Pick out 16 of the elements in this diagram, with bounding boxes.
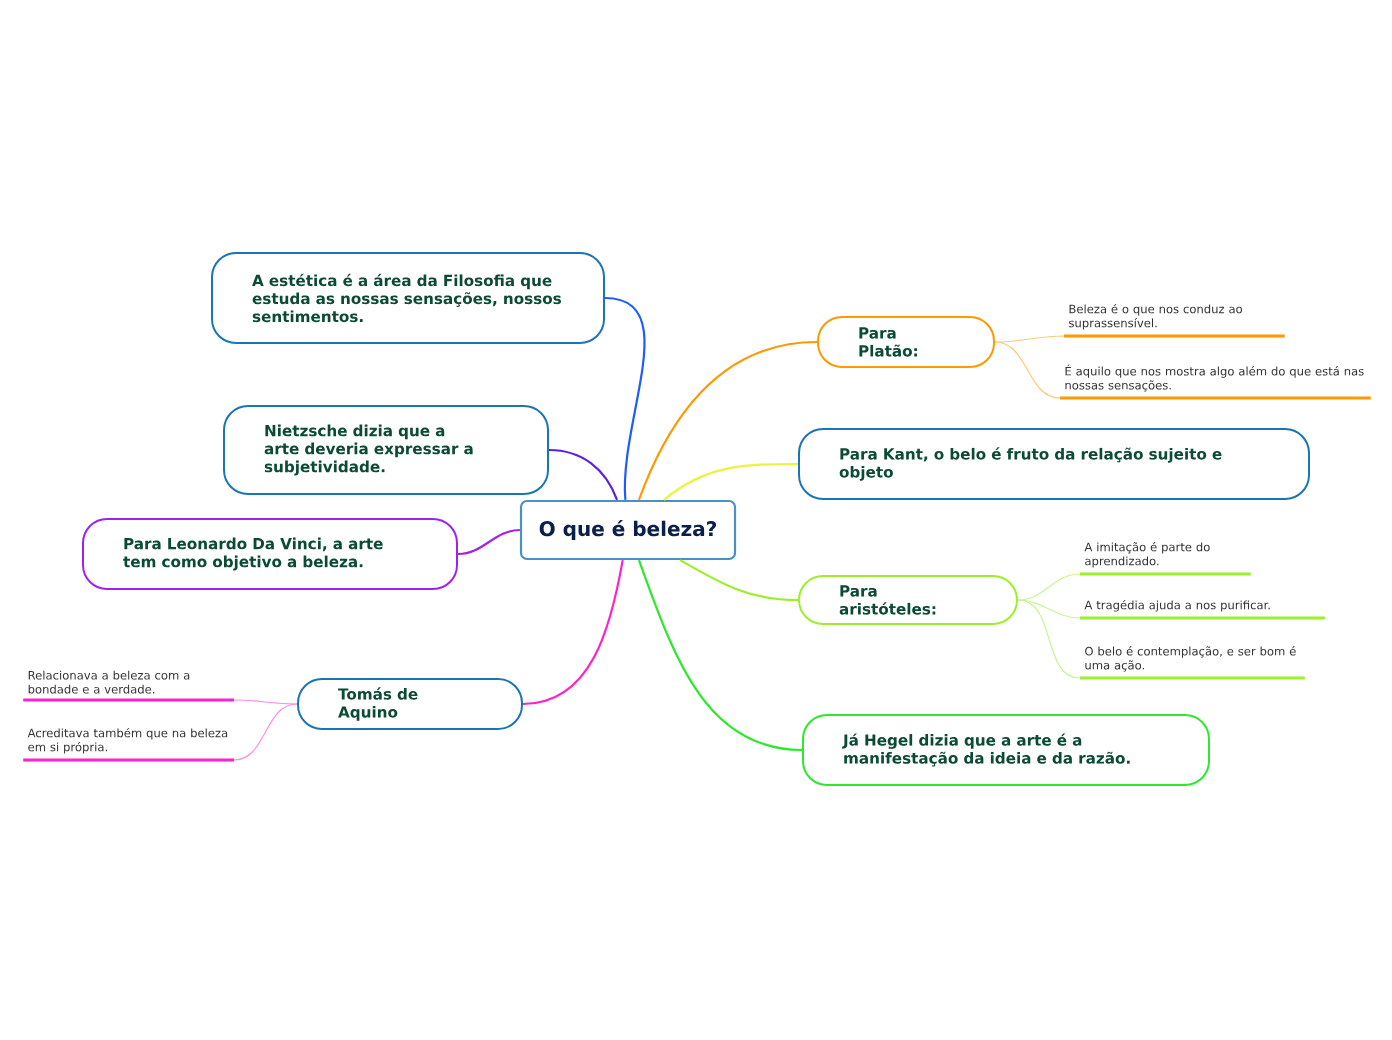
central-topic-box: O que é beleza? [519, 499, 737, 561]
connector [994, 341, 1061, 399]
connector [233, 703, 298, 761]
connector [457, 528, 520, 556]
connector [637, 340, 818, 501]
connector [1017, 573, 1081, 601]
connector [233, 699, 298, 705]
connector [994, 335, 1065, 343]
connector [522, 559, 624, 706]
connector [1017, 599, 1081, 619]
connector [679, 559, 799, 602]
connector [663, 462, 798, 501]
connector [604, 296, 646, 500]
connector [548, 448, 619, 501]
connector [1017, 599, 1081, 679]
connector [637, 559, 803, 752]
